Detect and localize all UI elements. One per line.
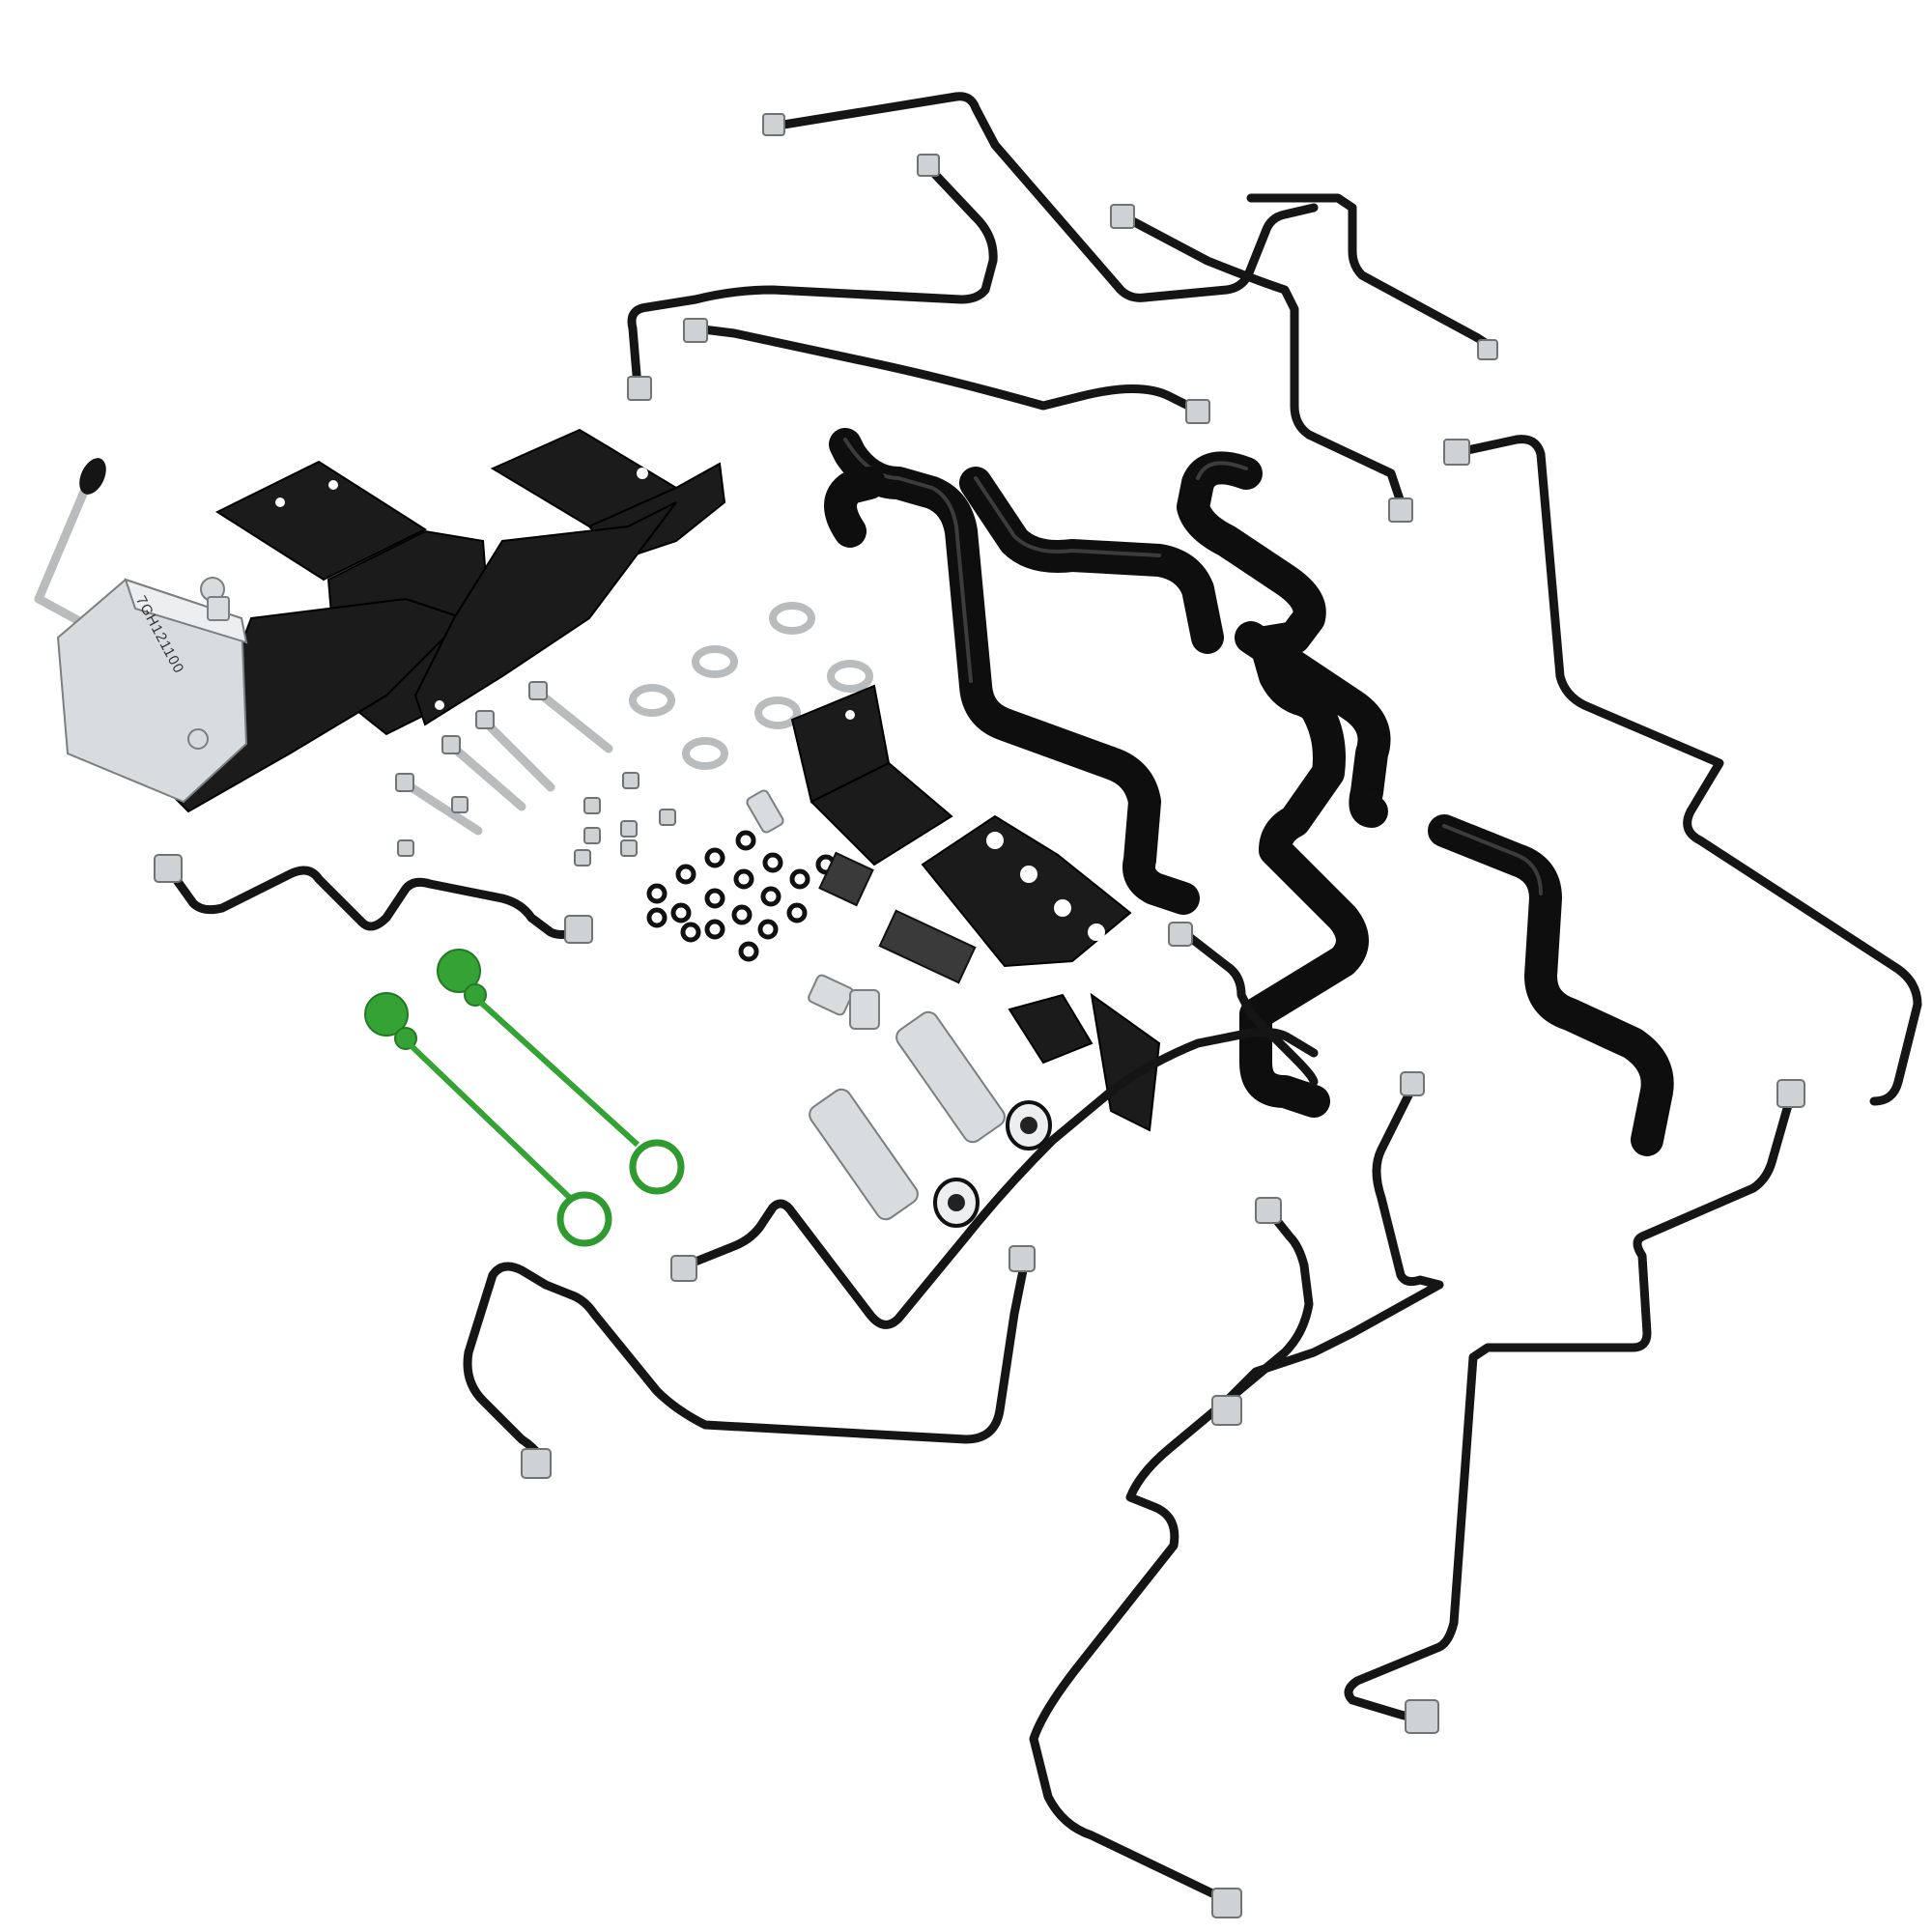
quick-coupler-1 xyxy=(809,1088,980,1228)
mounting-bracket-right xyxy=(413,428,726,726)
steel-line-5 xyxy=(1246,193,1498,360)
steel-line-13 xyxy=(1344,1079,1805,1734)
steel-line-7 xyxy=(154,854,593,944)
control-valve xyxy=(34,458,248,804)
hex-bolts xyxy=(395,681,613,857)
steel-line-12 xyxy=(1211,1071,1444,1426)
black-hose-1 xyxy=(824,428,1200,915)
steel-line-8 xyxy=(670,1027,1319,1329)
dust-cap-1 xyxy=(364,992,612,1247)
fittings xyxy=(746,789,880,1030)
dust-cap-2 xyxy=(437,949,685,1195)
black-hose-2 xyxy=(959,467,1224,654)
quick-coupler-2 xyxy=(895,1010,1052,1151)
steel-line-4 xyxy=(1110,204,1413,523)
steel-line-11 xyxy=(1029,1197,1314,1918)
steel-line-1 xyxy=(762,92,1319,302)
hose-clamps xyxy=(629,602,873,770)
o-rings xyxy=(646,830,837,962)
steel-line-9 xyxy=(463,1245,1036,1479)
steel-line-2 xyxy=(627,154,998,401)
small-nuts xyxy=(574,772,676,867)
steel-line-10 xyxy=(1168,922,1319,1087)
flat-plate-bracket xyxy=(921,814,1132,968)
angle-bracket-small xyxy=(790,684,953,867)
black-hose-4 xyxy=(1235,621,1674,1156)
black-hose-3 xyxy=(1177,451,1369,1118)
line-clamp-blocks xyxy=(818,851,977,984)
steel-line-3 xyxy=(683,318,1210,424)
steel-line-6 xyxy=(1443,435,1922,1106)
